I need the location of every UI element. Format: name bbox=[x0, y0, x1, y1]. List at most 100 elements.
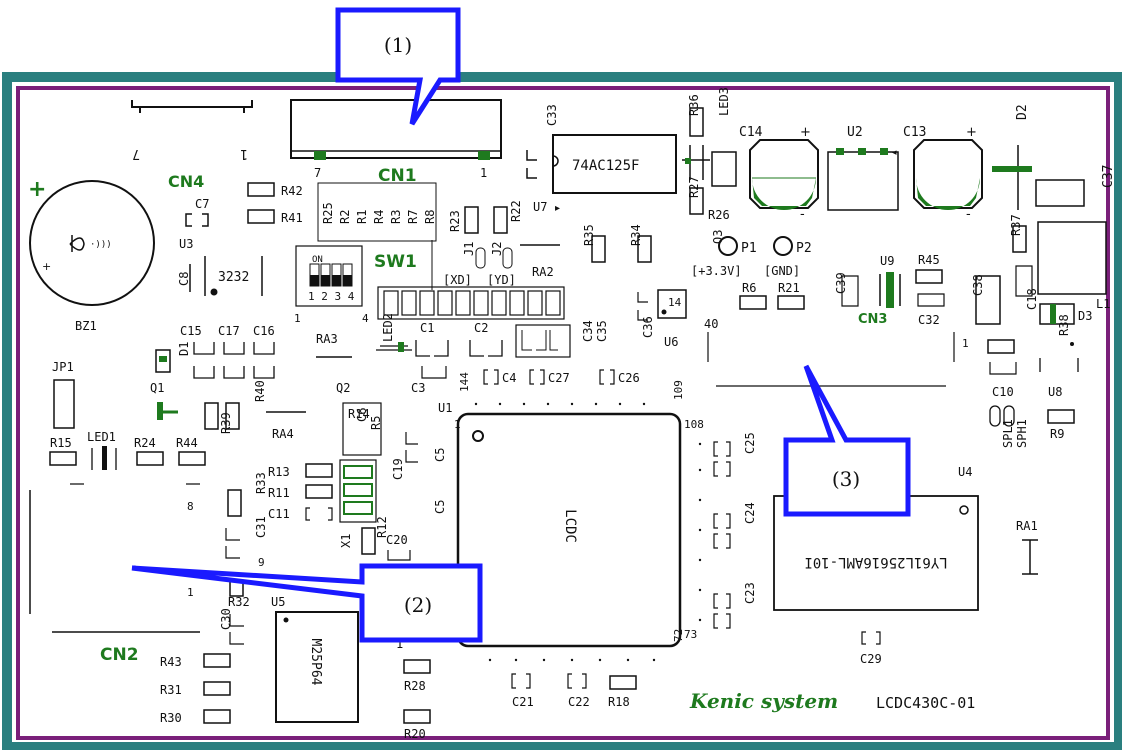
ref-r45: R45 bbox=[918, 253, 940, 267]
u7-text: 74AC125F bbox=[572, 158, 639, 174]
ref-jp1: JP1 bbox=[52, 360, 74, 374]
ref-r5: R5 bbox=[369, 416, 383, 430]
ref-l1: L1 bbox=[1096, 297, 1110, 311]
svg-text:▸: ▸ bbox=[555, 203, 560, 214]
sw1-pin1: 1 bbox=[294, 312, 301, 325]
ref-ra2: RA2 bbox=[532, 265, 554, 279]
u4-pin40: 40 bbox=[704, 317, 718, 331]
ref-c36: C36 bbox=[641, 316, 655, 338]
svg-text:+: + bbox=[800, 125, 811, 140]
cn2-label: CN2 bbox=[100, 645, 139, 665]
callout-1-label: (1) bbox=[384, 33, 412, 57]
ref-d3: D3 bbox=[1078, 309, 1092, 323]
cn3-label: CN3 bbox=[858, 312, 887, 327]
ref-r18: R18 bbox=[608, 695, 630, 709]
ref-c14: C14 bbox=[739, 125, 763, 140]
ref-c37: C37 bbox=[1101, 165, 1116, 188]
cn1-connector bbox=[290, 99, 502, 160]
ref-r4: R4 bbox=[372, 210, 386, 224]
svg-text:+: + bbox=[42, 260, 51, 273]
ref-r24: R24 bbox=[134, 436, 156, 450]
tp-p1: P1 bbox=[741, 241, 757, 256]
pin-9: 9 bbox=[258, 556, 265, 569]
tp-v33: [+3.3V] bbox=[691, 264, 742, 278]
ref-c16: C16 bbox=[253, 324, 275, 338]
cn1-pin1: 1 bbox=[480, 166, 487, 180]
ref-u9: U9 bbox=[880, 254, 894, 268]
ref-c29: C29 bbox=[860, 652, 882, 666]
ref-c10: C10 bbox=[992, 385, 1014, 399]
ref-r40: R40 bbox=[253, 380, 267, 402]
ref-r38: R38 bbox=[1057, 314, 1071, 336]
u1-pin109: 109 bbox=[672, 380, 685, 400]
ref-r21: R21 bbox=[778, 281, 800, 295]
board-edge bbox=[16, 86, 1110, 740]
ref-q1: Q1 bbox=[150, 381, 164, 395]
ref-r3: R3 bbox=[389, 210, 403, 224]
ref-q2: Q2 bbox=[336, 381, 350, 395]
u1-pin108: 108 bbox=[684, 418, 704, 431]
ref-r25: R25 bbox=[321, 202, 335, 224]
ref-c38: C38 bbox=[971, 274, 985, 296]
ref-r31: R31 bbox=[160, 683, 182, 697]
cn4-pin7: 7 bbox=[132, 146, 140, 161]
ref-ra3: RA3 bbox=[316, 332, 338, 346]
tp-yd: [YD] bbox=[487, 273, 516, 287]
ram-text: LY61L256​16AML-10I bbox=[804, 554, 947, 570]
ref-j2: J2 bbox=[490, 242, 504, 256]
ref-sph1: SPH1 bbox=[1015, 419, 1029, 448]
ref-c13: C13 bbox=[903, 125, 926, 140]
ref-r15: R15 bbox=[50, 436, 72, 450]
ref-r41: R41 bbox=[281, 211, 303, 225]
sw1-pin4: 4 bbox=[362, 312, 369, 325]
ref-r28: R28 bbox=[404, 679, 426, 693]
ref-r8: R8 bbox=[423, 210, 437, 224]
ref-c25: C25 bbox=[743, 432, 757, 454]
u4-pin1: 1 bbox=[962, 337, 969, 350]
callout-2-label: (2) bbox=[404, 593, 432, 617]
ref-r44: R44 bbox=[176, 436, 198, 450]
ref-c2: C2 bbox=[474, 321, 488, 335]
ref-r22: R22 bbox=[509, 200, 523, 222]
tp-p2: P2 bbox=[796, 241, 812, 256]
resistor-bank-labels: R25 R2 R1 R4 R3 R7 R8 bbox=[321, 202, 437, 224]
ref-c19: C19 bbox=[391, 458, 405, 480]
ref-r12: R12 bbox=[375, 516, 389, 538]
cn1-pin7: 7 bbox=[314, 166, 321, 180]
svg-text:-: - bbox=[966, 207, 971, 222]
ref-c7: C7 bbox=[195, 197, 209, 211]
callout-3: (3) bbox=[783, 364, 911, 517]
ref-c24: C24 bbox=[743, 502, 757, 524]
callout-3-label: (3) bbox=[832, 467, 860, 491]
ref-c18: C18 bbox=[1025, 288, 1039, 310]
cn2-pin1: 1 bbox=[187, 586, 194, 599]
ref-r33: R33 bbox=[254, 472, 268, 494]
ref-c8: C8 bbox=[177, 272, 191, 286]
lcdc-text: LCDC bbox=[562, 509, 578, 543]
ref-r6: R6 bbox=[742, 281, 756, 295]
u1-pin144: 144 bbox=[458, 372, 471, 392]
ref-c33: C33 bbox=[545, 104, 559, 126]
ref-r35: R35 bbox=[582, 224, 596, 246]
svg-text:+: + bbox=[28, 177, 46, 202]
ref-ra4: RA4 bbox=[272, 427, 294, 441]
ref-q3: Q3 bbox=[711, 230, 725, 244]
ref-c35: C35 bbox=[595, 320, 609, 342]
svg-text:·))): ·))) bbox=[90, 240, 112, 250]
ref-c27: C27 bbox=[548, 371, 570, 385]
ref-r13: R13 bbox=[268, 465, 290, 479]
ref-c1: C1 bbox=[420, 321, 434, 335]
svg-text:◂: ◂ bbox=[892, 148, 897, 158]
ref-r20: R20 bbox=[404, 727, 426, 741]
cn2-pin8: 8 bbox=[187, 500, 194, 513]
cn4-label: CN4 bbox=[168, 172, 204, 191]
svg-text:+: + bbox=[966, 125, 977, 140]
ref-d2: D2 bbox=[1015, 104, 1030, 120]
ref-c22: C22 bbox=[568, 695, 590, 709]
ref-r23: R23 bbox=[448, 210, 462, 232]
ref-u5: U5 bbox=[271, 595, 285, 609]
brand-logo: Kenic system bbox=[689, 689, 838, 713]
cn1-label: CN1 bbox=[378, 166, 417, 186]
ref-c30: C30 bbox=[219, 608, 233, 630]
ref-r43: R43 bbox=[160, 655, 182, 669]
